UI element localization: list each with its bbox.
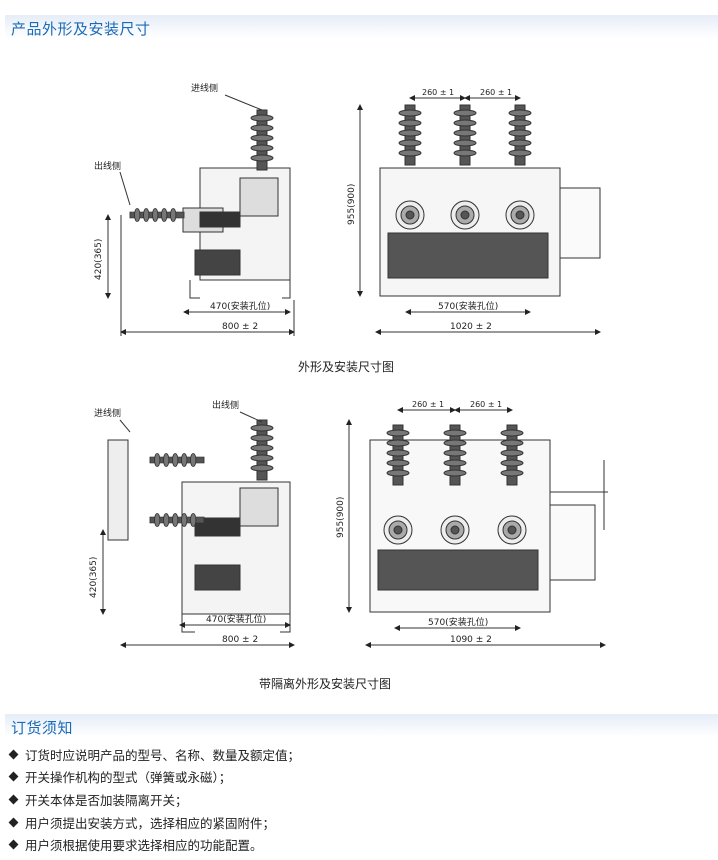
svg-text:进线侧: 进线侧 [191,82,218,94]
list-item-text: 订货时应说明产品的型号、名称、数量及额定值； [25,747,301,763]
svg-text:570(安装孔位): 570(安装孔位) [428,616,488,628]
section-header-ordering: 订货须知 [5,714,718,738]
front-view-1: 260 ± 1 260 ± 1 955(900) 570(安装孔位) 1020 … [347,88,601,335]
svg-text:1020 ± 2: 1020 ± 2 [450,322,492,332]
side-view-2: 进线侧 出线侧 420(365) 470(安装孔位) 800 ± 2 [89,399,295,648]
svg-text:955(900): 955(900) [347,184,357,225]
svg-text:420(365): 420(365) [94,239,104,280]
svg-text:420(365): 420(365) [89,557,99,598]
svg-text:570(安装孔位): 570(安装孔位) [438,300,498,312]
list-item: 开关操作机构的型式（弹簧或永磁）； [8,766,300,789]
figure-caption-2: 带隔离外形及安装尺寸图 [259,677,392,691]
svg-text:260 ± 1: 260 ± 1 [422,88,454,97]
list-item: 用户须根据使用要求选择相应的功能配置。 [8,833,300,856]
diamond-bullet-icon [8,839,19,850]
diamond-bullet-icon [8,749,19,760]
list-item: 开关本体是否加装隔离开关； [8,788,300,811]
svg-text:800 ± 2: 800 ± 2 [222,322,258,332]
technical-drawings: 进线侧 出线侧 420(365) 470(安装孔位) 800 ± 2 260 ±… [89,82,608,648]
svg-text:470(安装孔位): 470(安装孔位) [206,613,266,625]
svg-text:955(900): 955(900) [336,497,346,538]
ordering-notes-list: 订货时应说明产品的型号、名称、数量及额定值； 开关操作机构的型式（弹簧或永磁）；… [8,743,300,856]
diamond-bullet-icon [8,817,19,828]
svg-text:1090 ± 2: 1090 ± 2 [450,635,492,645]
list-item-text: 用户须提出安装方式，选择相应的紧固附件； [25,815,276,831]
svg-text:260 ± 1: 260 ± 1 [470,400,502,409]
svg-text:470(安装孔位): 470(安装孔位) [210,300,270,312]
svg-text:出线侧: 出线侧 [212,399,239,411]
section-title: 产品外形及安装尺寸 [11,20,151,38]
section-title: 订货须知 [11,719,74,737]
svg-text:出线侧: 出线侧 [94,160,121,172]
list-item: 用户须提出安装方式，选择相应的紧固附件； [8,811,300,834]
list-item-text: 开关操作机构的型式（弹簧或永磁）； [25,770,232,786]
svg-text:260 ± 1: 260 ± 1 [480,88,512,97]
svg-text:800 ± 2: 800 ± 2 [222,635,258,645]
figure-caption-1: 外形及安装尺寸图 [298,360,395,374]
front-view-2: 260 ± 1 260 ± 1 955(900) 570(安装孔位) 1090 … [336,400,608,648]
svg-text:进线侧: 进线侧 [94,407,121,419]
diamond-bullet-icon [8,771,19,782]
section-header-dimensions: 产品外形及安装尺寸 [5,15,718,39]
diamond-bullet-icon [8,794,19,805]
side-view-1: 进线侧 出线侧 420(365) 470(安装孔位) 800 ± 2 [94,82,295,336]
list-item-text: 用户须根据使用要求选择相应的功能配置。 [25,838,263,854]
svg-text:260 ± 1: 260 ± 1 [412,400,444,409]
list-item-text: 开关本体是否加装隔离开关； [25,792,188,808]
list-item: 订货时应说明产品的型号、名称、数量及额定值； [8,743,300,766]
